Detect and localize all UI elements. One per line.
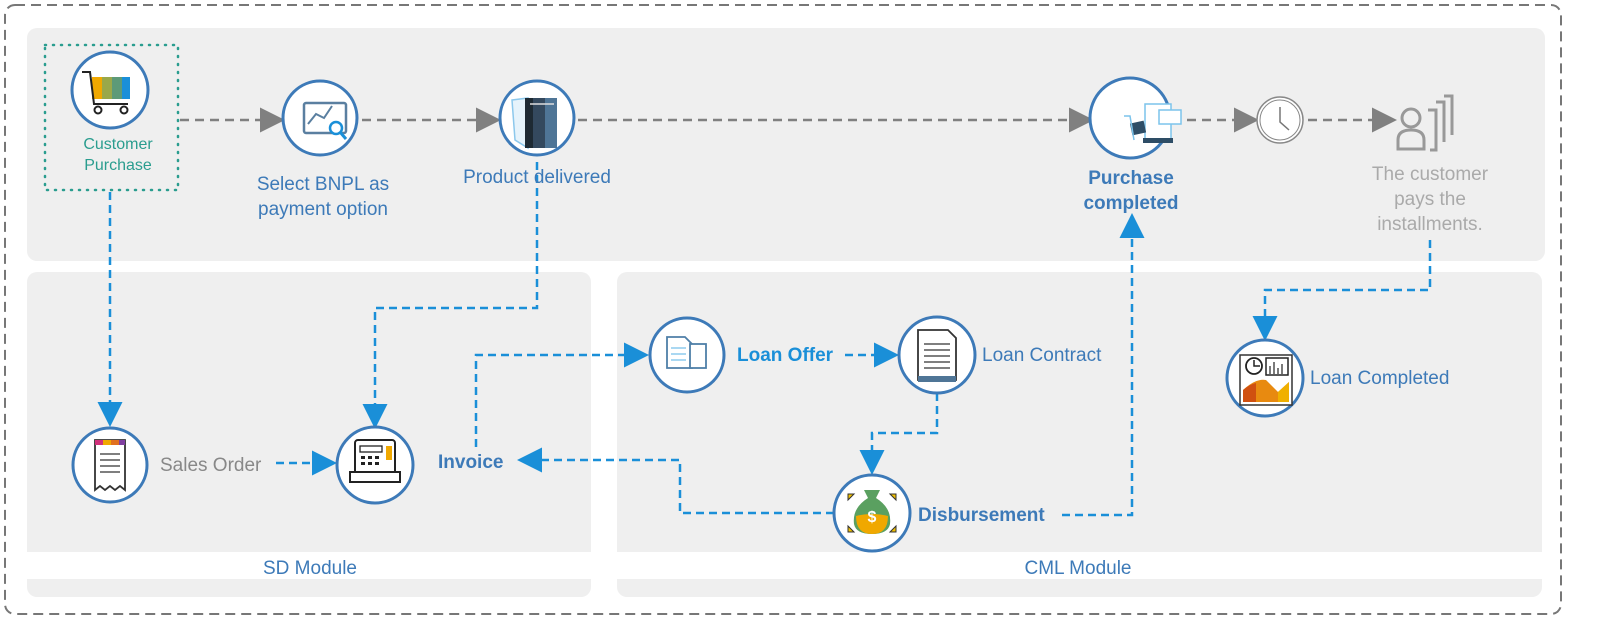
dollar-sign: $ <box>868 509 877 526</box>
customer-purchase-label: Customer <box>83 136 153 153</box>
shopping-cart-icon <box>70 50 150 130</box>
customer-pays-label-2: pays the <box>1394 189 1466 210</box>
sales-order-receipt-icon <box>71 426 149 504</box>
select-bnpl-label: Select BNPL as <box>257 174 389 195</box>
analytics-search-icon <box>281 79 359 157</box>
sd-label-strip <box>27 552 591 579</box>
loan-contract-label: Loan Contract <box>982 345 1102 366</box>
clock-icon <box>1256 96 1304 144</box>
loan-contract-document-icon <box>897 315 977 395</box>
cml-module-panel <box>617 272 1542 597</box>
loan-offer-label: Loan Offer <box>737 345 834 366</box>
loan-offer-document-icon <box>648 316 726 394</box>
module-flow-arrows <box>97 162 1432 517</box>
purchase-completed-label: Purchase <box>1088 168 1174 189</box>
customer-purchase-label-2: Purchase <box>84 157 152 174</box>
top-flow-panel <box>27 28 1545 261</box>
cml-module-title: CML Module <box>1024 558 1131 579</box>
invoice-label: Invoice <box>438 452 503 473</box>
customer-purchase-box <box>43 43 180 192</box>
purchase-receipt-icon <box>1088 76 1182 160</box>
product-delivered-label: Product delivered <box>463 167 611 188</box>
outer-border <box>4 4 1562 615</box>
customer-installments-icon <box>1396 94 1454 152</box>
select-bnpl-label-2: payment option <box>258 199 388 220</box>
purchase-completed-label-2: completed <box>1083 193 1178 214</box>
loan-completed-label: Loan Completed <box>1310 368 1449 389</box>
sales-order-label: Sales Order <box>160 455 262 476</box>
cml-label-strip <box>617 552 1542 579</box>
customer-pays-label: The customer <box>1372 164 1489 185</box>
money-bag-icon: $ <box>832 473 912 553</box>
cash-register-icon <box>335 425 415 505</box>
sd-module-title: SD Module <box>263 558 357 579</box>
product-box-icon <box>498 79 576 157</box>
customer-pays-label-3: installments. <box>1377 214 1483 235</box>
sd-module-panel <box>27 272 591 597</box>
disbursement-label: Disbursement <box>918 505 1045 526</box>
loan-report-icon <box>1225 338 1305 418</box>
